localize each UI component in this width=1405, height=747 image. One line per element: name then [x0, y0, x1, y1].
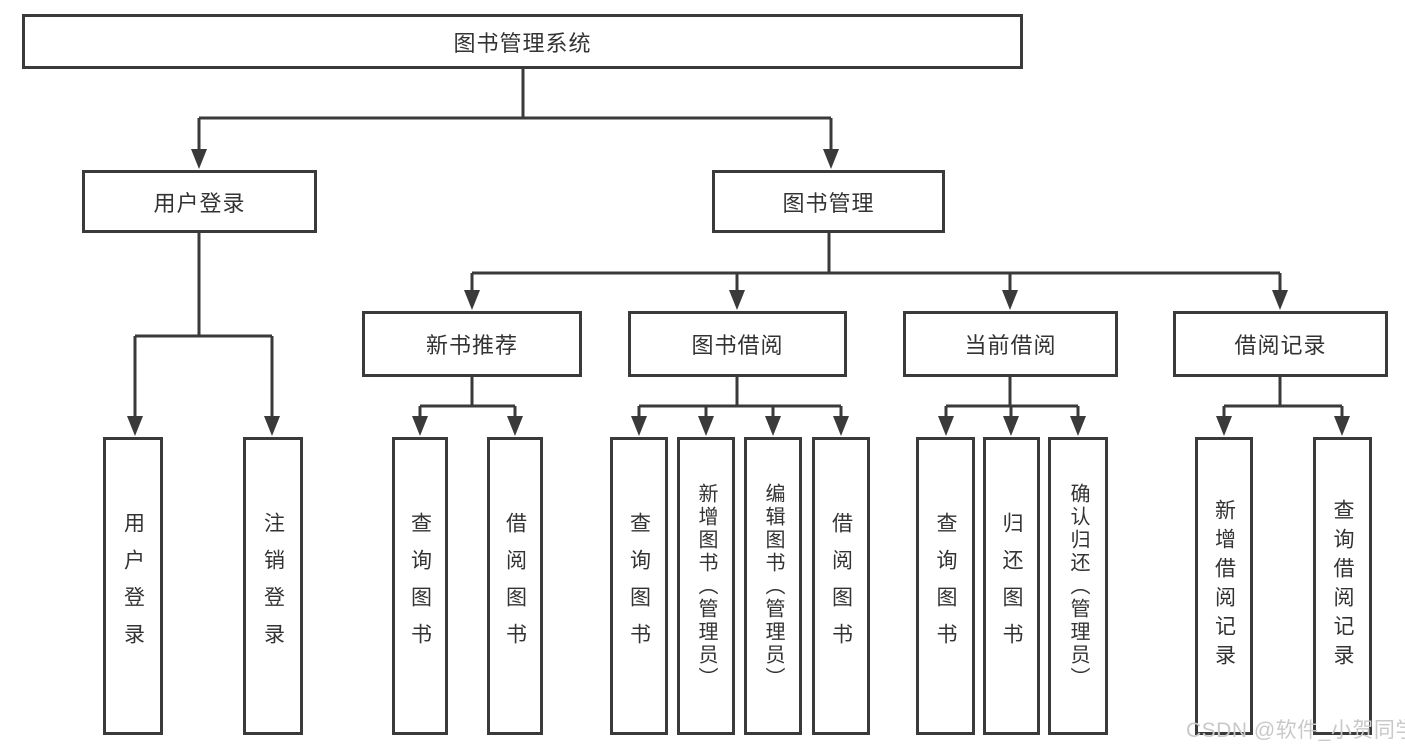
arrow-down-icon — [412, 416, 428, 436]
arrow-down-icon — [1002, 290, 1018, 310]
node-user-login: 用户登录 — [82, 170, 317, 233]
node-label: 借阅记录 — [1234, 333, 1327, 358]
arrow-down-icon — [698, 416, 714, 436]
node-leaf-add-borrow-record: 新增借阅记录 — [1195, 437, 1253, 735]
node-leaf-query-books-recommend: 查询图书 — [392, 437, 448, 735]
arrow-down-icon — [823, 149, 839, 169]
arrow-down-icon — [833, 416, 849, 436]
arrow-down-icon — [507, 416, 523, 436]
arrow-down-icon — [191, 149, 207, 169]
arrowheads — [127, 149, 1350, 436]
node-leaf-logout: 注销登录 — [243, 437, 303, 735]
node-root: 图书管理系统 — [22, 14, 1023, 69]
connector-user-login-to-leaves — [133, 233, 274, 418]
connector-current-borrow-to-leaves — [944, 377, 1080, 418]
node-leaf-confirm-return-admin: 确认归还（管理员） — [1048, 437, 1108, 735]
connector-new-book-recommend-to-leaves — [418, 377, 517, 418]
connector-root-to-level2 — [197, 69, 833, 152]
node-new-book-recommend: 新书推荐 — [362, 311, 582, 377]
node-label: 新增借阅记录 — [1212, 499, 1236, 673]
node-label: 借阅图书 — [829, 512, 853, 660]
connector-book-borrow-to-leaves — [637, 377, 843, 418]
node-leaf-query-books-current: 查询图书 — [916, 437, 975, 735]
connector-paths — [133, 69, 1344, 418]
arrow-down-icon — [729, 290, 745, 310]
node-label: 查询图书 — [408, 512, 432, 660]
node-label: 图书管理系统 — [453, 30, 592, 56]
node-leaf-borrow-books-recommend: 借阅图书 — [487, 437, 543, 735]
node-label: 图书借阅 — [691, 333, 784, 358]
arrow-down-icon — [938, 416, 954, 436]
node-book-management: 图书管理 — [712, 170, 945, 233]
node-label: 归还图书 — [1000, 512, 1023, 660]
node-label: 当前借阅 — [964, 333, 1057, 358]
node-leaf-return-books: 归还图书 — [983, 437, 1040, 735]
node-label: 确认归还（管理员） — [1067, 482, 1089, 690]
arrow-down-icon — [1003, 416, 1019, 436]
node-leaf-query-borrow-record: 查询借阅记录 — [1313, 437, 1372, 735]
csdn-watermark: CSDN @软件_小贺同学 — [1186, 719, 1405, 742]
node-label: 用户登录 — [121, 512, 145, 660]
node-borrow-records: 借阅记录 — [1173, 311, 1388, 377]
node-label: 借阅图书 — [503, 512, 527, 660]
arrow-down-icon — [765, 416, 781, 436]
arrow-down-icon — [1272, 290, 1288, 310]
node-label: 新增图书（管理员） — [695, 482, 717, 690]
arrow-down-icon — [1216, 416, 1232, 436]
node-leaf-borrow-books: 借阅图书 — [812, 437, 870, 735]
node-label: 新书推荐 — [425, 333, 518, 358]
arrow-down-icon — [1334, 416, 1350, 436]
node-label: 查询借阅记录 — [1331, 499, 1354, 673]
node-book-borrow: 图书借阅 — [628, 311, 847, 377]
node-leaf-user-login: 用户登录 — [103, 437, 163, 735]
node-label: 查询图书 — [627, 512, 651, 660]
node-label: 图书管理 — [782, 190, 875, 216]
connector-book-mgmt-to-level3 — [470, 233, 1282, 293]
arrow-down-icon — [264, 416, 280, 436]
node-leaf-edit-books-admin: 编辑图书（管理员） — [744, 437, 802, 735]
arrow-down-icon — [127, 416, 143, 436]
node-label: 查询图书 — [934, 512, 957, 660]
node-leaf-add-books-admin: 新增图书（管理员） — [677, 437, 735, 735]
node-label: 用户登录 — [153, 190, 246, 216]
node-label: 编辑图书（管理员） — [762, 482, 784, 690]
node-leaf-query-books-borrow: 查询图书 — [610, 437, 668, 735]
arrow-down-icon — [631, 416, 647, 436]
arrow-down-icon — [464, 290, 480, 310]
node-label: 注销登录 — [261, 512, 285, 660]
arrow-down-icon — [1070, 416, 1086, 436]
connector-borrow-records-to-leaves — [1222, 377, 1344, 418]
node-current-borrow: 当前借阅 — [903, 311, 1118, 377]
